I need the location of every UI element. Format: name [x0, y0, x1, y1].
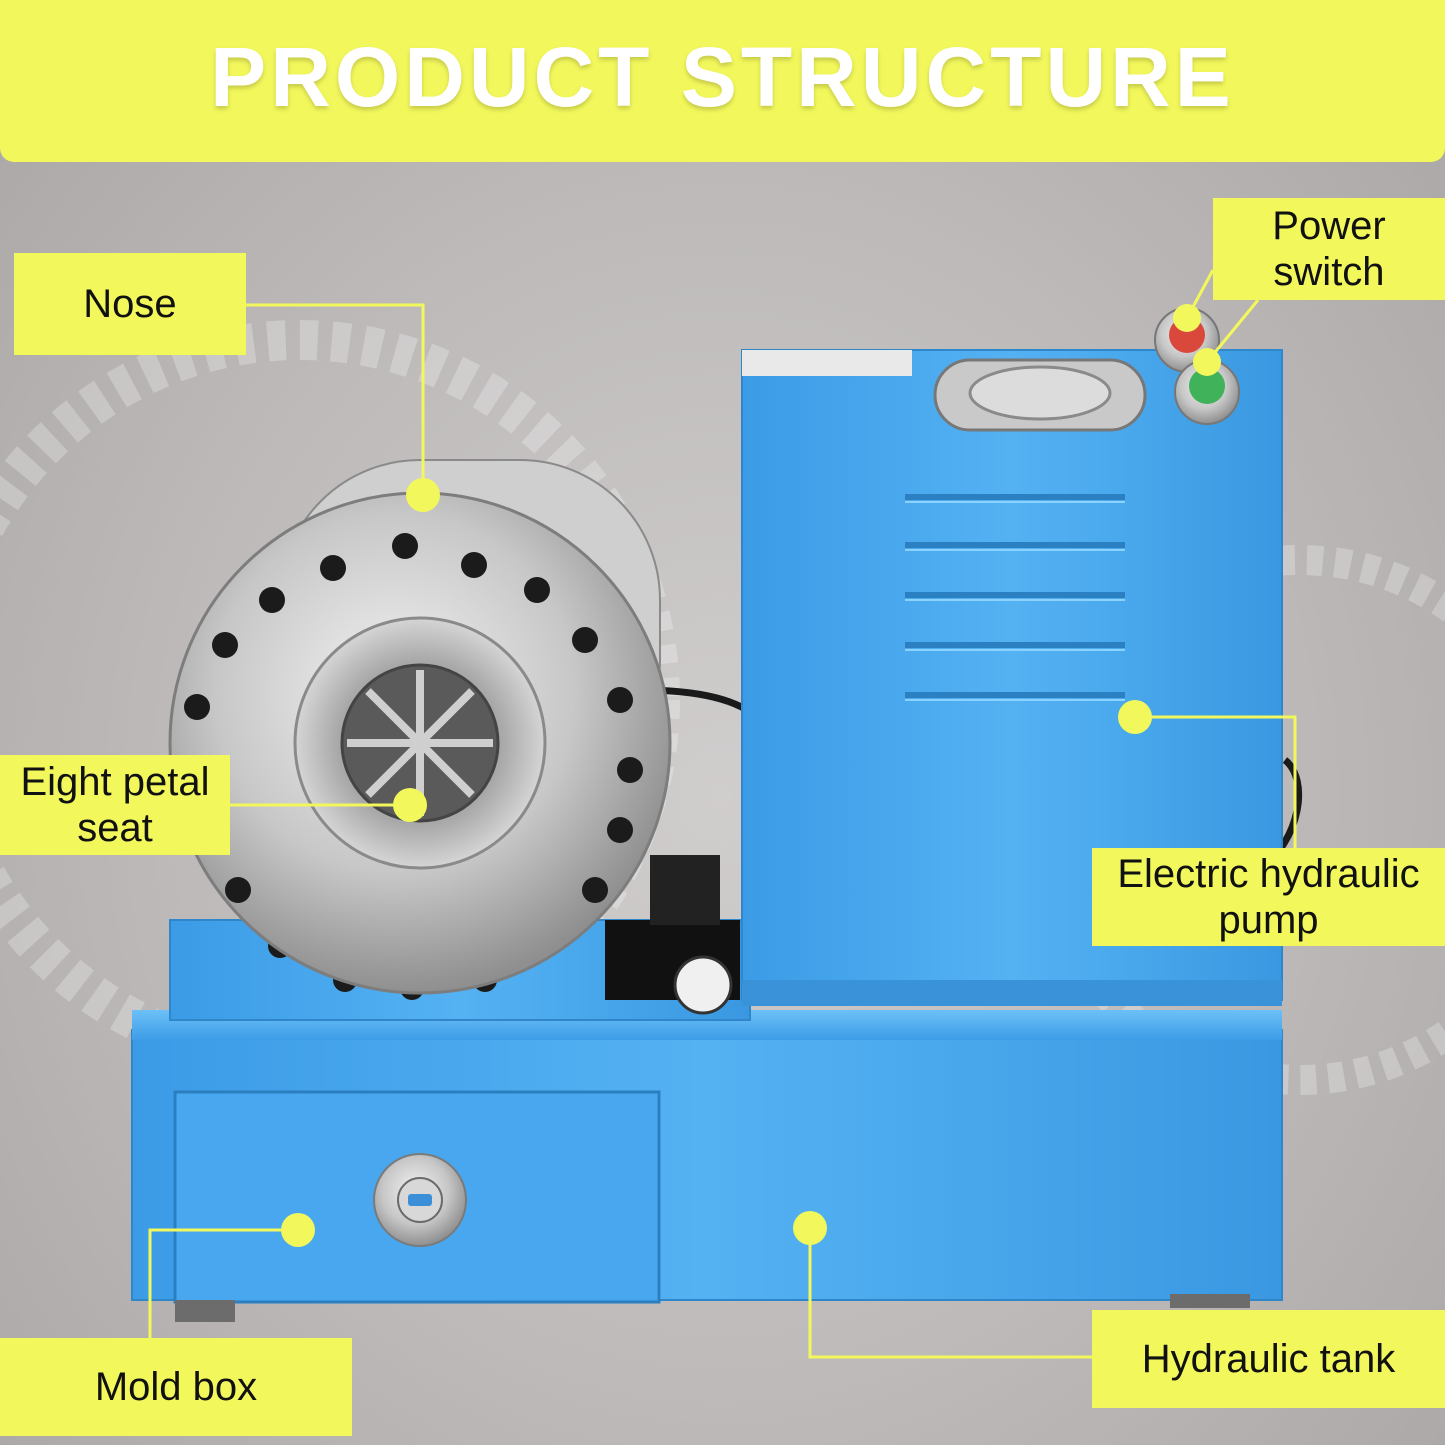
leader-lines	[148, 269, 1297, 1359]
label-power-switch: Power switch	[1213, 198, 1445, 300]
label-mold-box: Mold box	[0, 1338, 352, 1436]
label-eight-petal-seat-text: Eight petal seat	[20, 760, 210, 850]
label-nose-text: Nose	[83, 282, 177, 326]
label-electric-hydraulic-pump: Electric hydraulic pump	[1092, 848, 1445, 946]
nose-cylinder	[168, 459, 672, 995]
label-power-switch-text: Power switch	[1272, 204, 1386, 294]
label-hydraulic-tank: Hydraulic tank	[1092, 1310, 1445, 1408]
header-banner: PRODUCT STRUCTURE	[0, 0, 1445, 162]
page-title: PRODUCT STRUCTURE	[210, 29, 1235, 124]
label-hydraulic-tank-text: Hydraulic tank	[1141, 1337, 1396, 1381]
label-electric-hydraulic-pump-text: Electric hydraulic pump	[1117, 852, 1420, 942]
label-mold-box-text: Mold box	[94, 1365, 258, 1409]
label-nose: Nose	[14, 253, 246, 355]
leader-dots	[281, 304, 1221, 1247]
vent-slots	[905, 494, 1125, 698]
warning-sticker	[742, 350, 912, 376]
pressure-gauge-icon	[933, 358, 1147, 432]
lock-icon	[373, 1153, 467, 1247]
valve-knob-icon	[673, 955, 733, 1015]
label-eight-petal-seat: Eight petal seat	[0, 755, 230, 855]
